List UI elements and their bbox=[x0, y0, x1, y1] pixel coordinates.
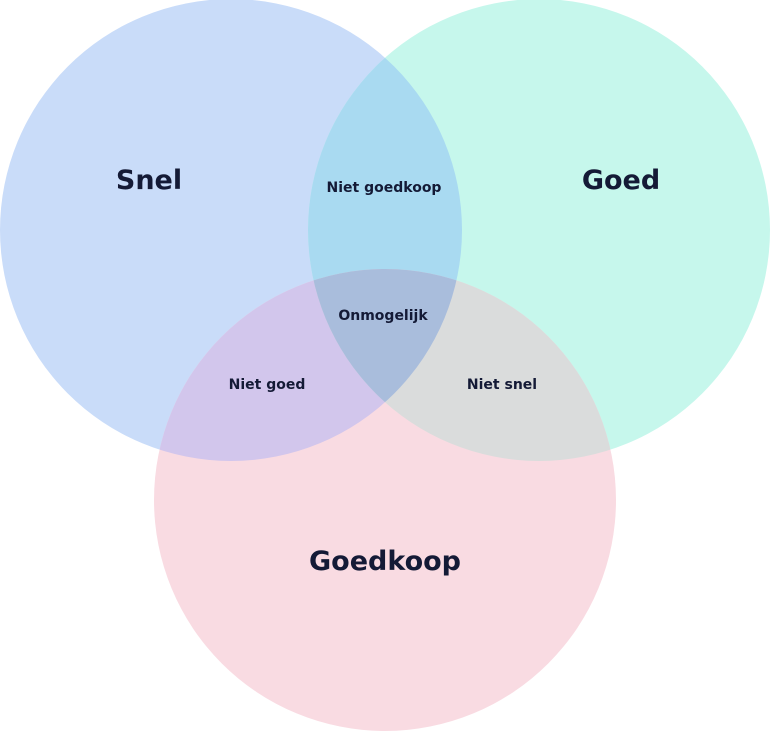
overlap-goed-goedkoop bbox=[308, 269, 616, 461]
label-onmogelijk: Onmogelijk bbox=[338, 308, 428, 324]
label-niet-goed: Niet goed bbox=[229, 377, 306, 393]
label-niet-goedkoop: Niet goedkoop bbox=[327, 180, 442, 196]
label-goed: Goed bbox=[582, 165, 660, 196]
label-goedkoop: Goedkoop bbox=[309, 546, 461, 577]
overlap-snel-goedkoop bbox=[154, 269, 462, 461]
label-snel: Snel bbox=[116, 165, 182, 196]
label-niet-snel: Niet snel bbox=[467, 377, 537, 393]
